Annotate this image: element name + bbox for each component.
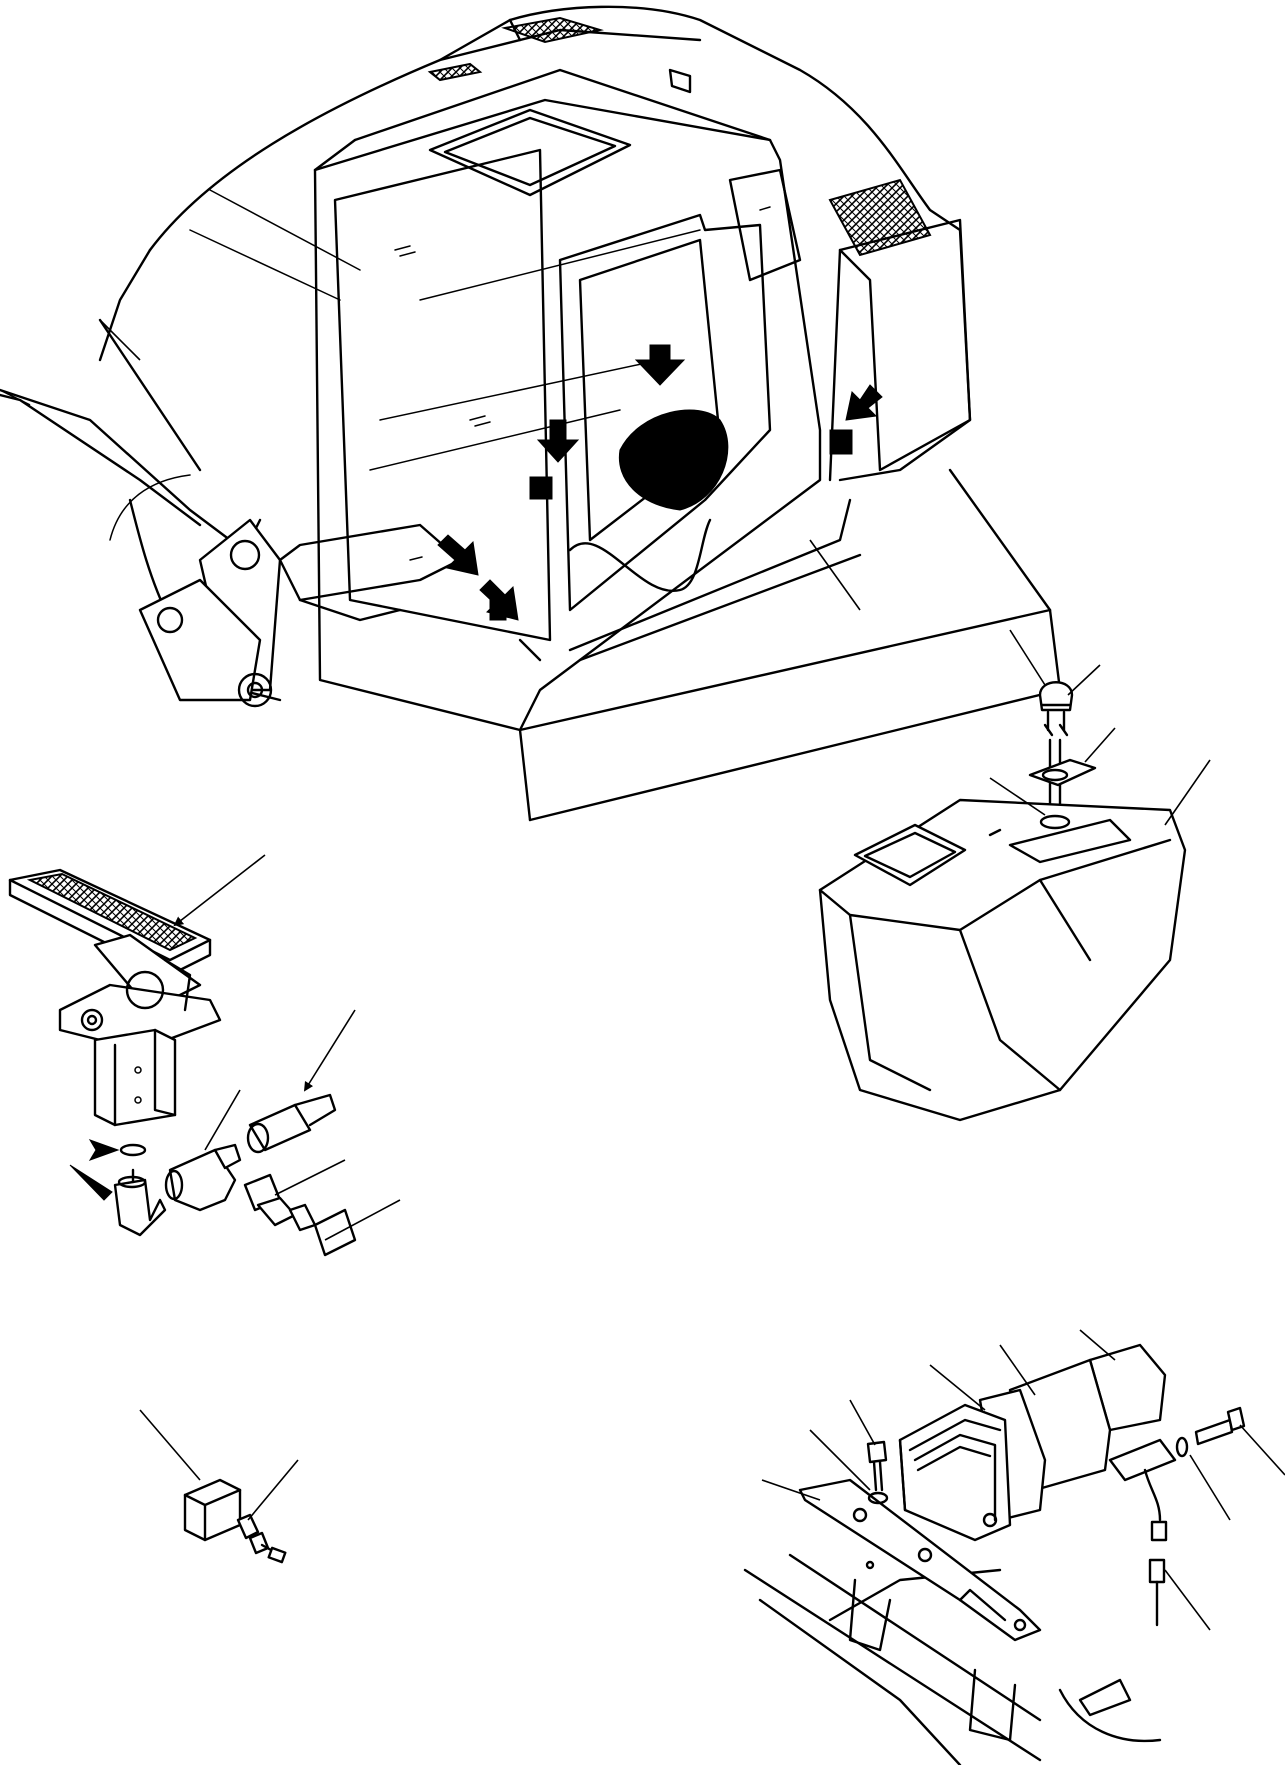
arrow-o-ring (88, 1139, 120, 1161)
arrow-floor (437, 534, 479, 576)
relay-panel (139, 1409, 299, 1564)
cab-overview-panel (0, 5, 1062, 822)
arrow-elbow (69, 1164, 113, 1201)
arrow-pedal (479, 579, 519, 621)
console-switch-panel (818, 629, 1211, 1122)
buzzer-mounting-panel (743, 1329, 1285, 1765)
pedal-pressure-switch-panel (8, 854, 401, 1257)
arrow-right-switch (845, 384, 883, 421)
leader-harness (809, 539, 861, 611)
arrow-left-switch (536, 419, 580, 463)
arrow-seat (634, 344, 686, 386)
